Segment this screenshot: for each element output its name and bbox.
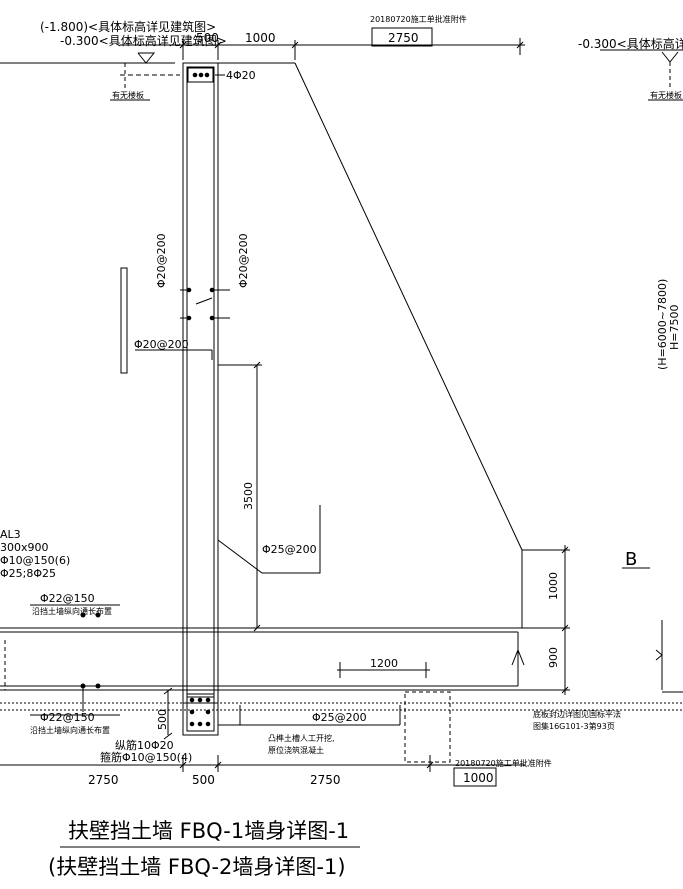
level-top-2: -0.300<具体标高详见建筑图>: [60, 33, 227, 48]
dim-1200: 1200: [370, 657, 398, 670]
beam-stirrup: Φ10@150(6): [0, 554, 70, 567]
note-earth-1: 凸榫土槽人工开挖,: [268, 733, 335, 743]
note-along-top: 沿挡土墙纵向通长布置: [32, 606, 112, 616]
note-slab-left: 有无楼板: [112, 90, 144, 100]
beam-size: 300x900: [0, 541, 49, 554]
section-label-b: B: [625, 549, 637, 570]
wall-column: [182, 62, 219, 704]
note-foundation-ref: 图集16G101-3第93页: [533, 721, 615, 731]
dim-bot-500: 500: [192, 773, 215, 787]
note-along-bottom: 沿挡土墙纵向通长布置: [30, 725, 110, 735]
dim-top-500: 500: [196, 31, 219, 45]
shear-key: [182, 689, 219, 736]
height-range-1: (H=6000~7800): [656, 279, 669, 370]
rebar-slab-bot: Φ22@150: [40, 711, 95, 724]
dim-500-v: 500: [156, 709, 169, 730]
level-top-right: -0.300<具体标高详见建筑图: [578, 36, 683, 51]
dim-top-2750: 2750: [388, 31, 419, 45]
dim-bot-1000: 1000: [463, 771, 494, 785]
height-range-2: H=7500: [668, 305, 681, 350]
dim-3500: 3500: [242, 482, 255, 510]
rebar-slab-top: Φ22@150: [40, 592, 95, 605]
dim-1000-v: 1000: [547, 572, 560, 600]
dim-900-v: 900: [547, 647, 560, 668]
note-earth-2: 原位浇筑混凝土: [268, 745, 324, 755]
beam-name: AL3: [0, 528, 21, 541]
stamp-top: 20180720施工单批准附件: [370, 14, 467, 24]
rebar-key-long: 纵筋10Φ20: [115, 738, 174, 752]
rebar-key-stirrup: 箍筋Φ10@150(4): [100, 750, 192, 764]
level-top-1: (-1.800)<具体标高详见建筑图>: [40, 19, 216, 34]
rebar-horiz: Φ20@200: [134, 338, 189, 351]
dim-top-1000: 1000: [245, 31, 276, 45]
note-slab-right: 有无楼板: [650, 90, 682, 100]
counterfort-slope: [294, 62, 523, 551]
title-line-2: (扶壁挡土墙 FBQ-2墙身详图-1): [48, 855, 346, 879]
rebar-base-bar: Φ25@200: [312, 711, 367, 724]
title-line-1: 扶壁挡土墙 FBQ-1墙身详图-1: [68, 819, 349, 843]
beam-bars: Φ25;8Φ25: [0, 567, 56, 580]
dim-bot-2750-left: 2750: [88, 773, 119, 787]
rebar-top-bars: 4Φ20: [226, 69, 256, 82]
rebar-right-vert: Φ20@200: [237, 233, 250, 288]
note-foundation: 底板封边详图见国标平法: [533, 709, 621, 719]
rebar-diag: Φ25@200: [262, 543, 317, 556]
stamp-bottom: 20180720施工单批准附件: [455, 758, 552, 768]
rebar-left-vert: Φ20@200: [155, 233, 168, 288]
dim-bot-2750-right: 2750: [310, 773, 341, 787]
